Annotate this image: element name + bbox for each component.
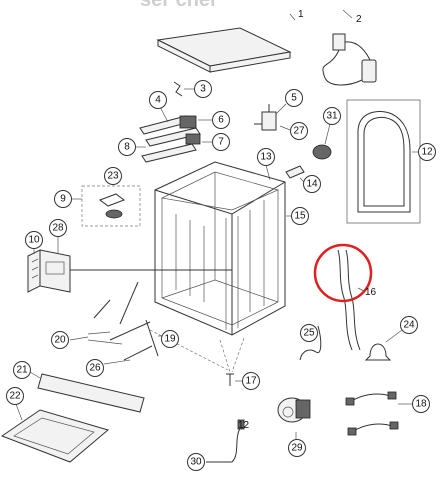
- callout-26-label: 26: [89, 363, 101, 374]
- part-wire-harness: [206, 419, 245, 463]
- callout-30[interactable]: 30: [187, 453, 205, 471]
- callout-13-label: 13: [260, 152, 272, 163]
- callout-10[interactable]: 10: [25, 231, 43, 249]
- callout-17[interactable]: 17: [242, 372, 260, 390]
- callout-14-label: 14: [306, 179, 318, 190]
- callout-19-label: 19: [164, 334, 176, 345]
- part-screw: [226, 373, 234, 386]
- callout-12-label: 12: [421, 147, 433, 158]
- callout-25[interactable]: 25: [300, 324, 318, 342]
- part-drain-hose: [337, 249, 361, 351]
- callout-5-label: 5: [291, 93, 297, 104]
- callout-22-label: 22: [9, 391, 21, 402]
- callout-15-label: 15: [294, 211, 306, 222]
- callout-27[interactable]: 27: [290, 122, 308, 140]
- callout-4[interactable]: 4: [149, 91, 167, 109]
- part-valve-hose-assembly: [139, 115, 201, 163]
- callout-23[interactable]: 23: [104, 167, 122, 185]
- callout-16-label: 16: [365, 287, 377, 298]
- part-drain-pump: [277, 397, 311, 423]
- callout-11[interactable]: 12: [238, 420, 250, 431]
- part-shock-absorbers: [93, 281, 159, 361]
- part-cabinet-frame: [154, 161, 286, 336]
- callout-21-label: 21: [16, 365, 28, 376]
- part-23-frame: [81, 185, 141, 227]
- part-door-gasket: [346, 99, 421, 224]
- callout-7-label: 7: [218, 137, 224, 148]
- callout-18[interactable]: 18: [412, 395, 430, 413]
- callout-9-label: 9: [60, 194, 66, 205]
- part-inlet-valve-small: [173, 81, 183, 97]
- part-knob: [312, 144, 332, 160]
- callout-10-label: 10: [28, 235, 40, 246]
- header-title-fragment: ser cher: [140, 0, 218, 11]
- callout-16[interactable]: 16: [365, 287, 377, 298]
- callout-29[interactable]: 29: [288, 439, 306, 457]
- callout-9[interactable]: 9: [54, 190, 72, 208]
- callout-24[interactable]: 24: [400, 316, 418, 334]
- callout-31-label: 31: [326, 111, 338, 122]
- callout-25-label: 25: [303, 328, 315, 339]
- callout-31[interactable]: 31: [323, 107, 341, 125]
- callout-20-label: 20: [54, 335, 66, 346]
- callout-19[interactable]: 19: [161, 330, 179, 348]
- callout-8-label: 8: [124, 142, 130, 153]
- part-bottom-plate: [0, 409, 110, 463]
- callout-5[interactable]: 5: [285, 89, 303, 107]
- callout-30-label: 30: [190, 457, 202, 468]
- callout-17-label: 17: [245, 376, 257, 387]
- callout-28[interactable]: 28: [49, 219, 67, 237]
- part-sensor: [285, 165, 305, 179]
- part-pressure-switch: [254, 104, 277, 131]
- part-power-cord: [322, 33, 377, 86]
- part-inner-hose: [299, 325, 322, 361]
- callout-13[interactable]: 13: [257, 148, 275, 166]
- callout-6-label: 6: [218, 115, 224, 126]
- callout-3-label: 3: [200, 84, 206, 95]
- callout-7[interactable]: 7: [212, 133, 230, 151]
- callout-4-label: 4: [155, 95, 161, 106]
- callout-12[interactable]: 12: [418, 143, 436, 161]
- callout-6[interactable]: 6: [212, 111, 230, 129]
- callout-29-label: 29: [291, 443, 303, 454]
- callout-26[interactable]: 26: [86, 359, 104, 377]
- callout-8[interactable]: 8: [118, 138, 136, 156]
- callout-21[interactable]: 21: [13, 361, 31, 379]
- part-base-plinth: [37, 373, 145, 413]
- callout-23-label: 23: [107, 171, 119, 182]
- callout-27-label: 27: [293, 126, 305, 137]
- callout-22[interactable]: 22: [6, 387, 24, 405]
- callout-24-label: 24: [403, 320, 415, 331]
- part-top-panel: [156, 27, 292, 73]
- callout-1[interactable]: 1: [298, 9, 304, 20]
- callout-1-label: 1: [298, 9, 304, 20]
- callout-2-label: 2: [356, 14, 362, 25]
- callout-20[interactable]: 20: [51, 331, 69, 349]
- callout-3[interactable]: 3: [194, 80, 212, 98]
- callout-18-label: 18: [415, 399, 427, 410]
- highlight-circle: [313, 243, 373, 303]
- callout-28-label: 28: [52, 223, 64, 234]
- callout-14[interactable]: 14: [303, 175, 321, 193]
- callout-15[interactable]: 15: [291, 207, 309, 225]
- callout-11-label: 12: [238, 420, 250, 431]
- part-control-panel: [27, 249, 71, 293]
- part-inlet-hoses: [345, 391, 399, 436]
- callout-2[interactable]: 2: [356, 14, 362, 25]
- part-bracket: [98, 193, 126, 219]
- part-hose-clamp: [364, 343, 392, 361]
